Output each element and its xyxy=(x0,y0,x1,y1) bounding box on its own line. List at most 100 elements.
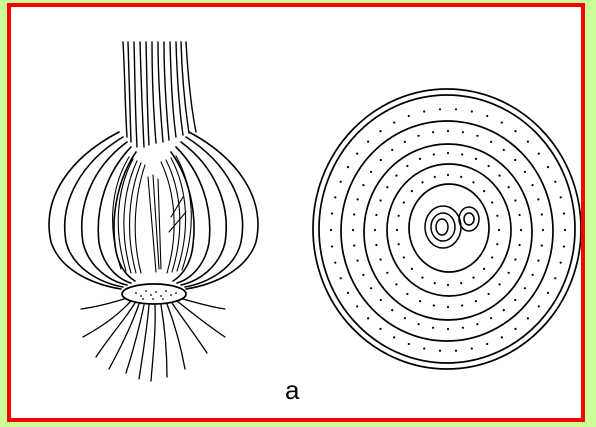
cross-section-dot xyxy=(391,309,393,311)
cross-section-dot xyxy=(503,309,505,311)
cross-section-dot xyxy=(499,283,501,285)
cross-section-dot xyxy=(432,327,434,329)
onion-cross-section-drawing xyxy=(313,89,581,369)
cross-section-dot xyxy=(527,141,529,143)
cross-section-dot xyxy=(455,108,457,110)
cross-section-dot xyxy=(476,135,478,137)
cross-section-dot xyxy=(537,198,539,200)
cross-section-dot xyxy=(391,149,393,151)
cross-section-dot xyxy=(541,244,543,246)
cross-section-dot xyxy=(486,115,488,117)
cross-section-dot xyxy=(490,141,492,143)
cross-section-dot xyxy=(532,274,534,276)
cross-section-dot xyxy=(418,135,420,137)
cross-section-dot xyxy=(357,198,359,200)
cross-section-dot xyxy=(501,122,503,124)
cross-section-dot xyxy=(367,317,369,319)
cross-section-dot xyxy=(423,347,425,349)
cross-section-dot xyxy=(404,317,406,319)
cross-section-dot xyxy=(491,256,493,258)
cross-section-dot xyxy=(537,260,539,262)
cross-section-dot xyxy=(488,293,490,295)
cross-section-dot xyxy=(367,141,369,143)
cross-section-dot xyxy=(395,175,397,177)
cross-section-dot xyxy=(542,229,544,231)
cross-section-dot xyxy=(462,131,464,133)
cross-section-dot xyxy=(347,166,349,168)
cross-section-dot xyxy=(370,287,372,289)
cross-section-dot xyxy=(532,184,534,186)
cross-section-dot xyxy=(501,336,503,338)
cross-section-dot xyxy=(380,199,382,201)
cross-section-dot xyxy=(447,130,449,132)
cross-section-dot xyxy=(421,277,423,279)
cross-section-dot xyxy=(396,229,398,231)
cross-section-dot xyxy=(380,258,382,260)
cross-section-dot xyxy=(379,328,381,330)
cross-section-dot xyxy=(340,181,342,183)
cross-section-dot xyxy=(356,153,358,155)
cross-section-dot xyxy=(483,268,485,270)
cross-section-dot xyxy=(404,141,406,143)
cross-section-dot xyxy=(460,282,462,284)
cross-section-dot xyxy=(439,108,441,110)
cross-section-dot xyxy=(380,159,382,161)
cross-section-dot xyxy=(476,323,478,325)
cross-section-dot xyxy=(418,323,420,325)
cross-section-dot xyxy=(563,245,565,247)
cross-section-center-whorls xyxy=(425,206,479,248)
cross-section-dot xyxy=(340,277,342,279)
cross-section-dot xyxy=(491,201,493,203)
cross-section-dot xyxy=(408,115,410,117)
cross-section-dot xyxy=(395,283,397,285)
cross-section-dot xyxy=(433,153,435,155)
cross-section-dot xyxy=(541,213,543,215)
cross-section-dot xyxy=(460,176,462,178)
cross-section-dot xyxy=(347,292,349,294)
cross-section-dot xyxy=(353,244,355,246)
cross-section-dot xyxy=(447,306,449,308)
cross-section-dot xyxy=(433,304,435,306)
cross-section-dot xyxy=(547,166,549,168)
cross-section-dot xyxy=(514,159,516,161)
cross-section-dot xyxy=(370,171,372,173)
cross-section-dot xyxy=(411,190,413,192)
cross-section-dot xyxy=(393,122,395,124)
cross-section-dot xyxy=(519,244,521,246)
bulb-roots xyxy=(81,299,225,381)
cross-section-dot xyxy=(483,190,485,192)
cross-section-dot xyxy=(514,199,516,201)
cross-section-dot xyxy=(419,300,421,302)
cross-section-dot xyxy=(554,181,556,183)
cross-section-dot xyxy=(520,229,522,231)
cross-section-dot xyxy=(386,186,388,188)
cross-section-dot xyxy=(554,277,556,279)
cross-section-dot xyxy=(352,229,354,231)
cross-section-dot xyxy=(406,293,408,295)
cross-section-dot xyxy=(423,110,425,112)
cross-section-dot xyxy=(496,243,498,245)
cross-section-dot xyxy=(331,245,333,247)
figure-label: a xyxy=(285,377,299,403)
cross-section-dot xyxy=(419,158,421,160)
cross-section-dot xyxy=(421,181,423,183)
cross-section-dot xyxy=(398,243,400,245)
onion-figure-svg xyxy=(11,7,581,418)
cross-section-dot xyxy=(447,174,449,176)
cross-section-dot xyxy=(514,299,516,301)
cross-section-dot xyxy=(406,165,408,167)
cross-section-dot xyxy=(439,350,441,352)
cross-section-dot xyxy=(393,336,395,338)
cross-section-dot xyxy=(519,214,521,216)
cross-section-dot xyxy=(379,130,381,132)
cross-section-dot xyxy=(564,229,566,231)
cross-section-dot xyxy=(398,215,400,217)
cross-section-dot xyxy=(498,229,500,231)
cross-section-dot xyxy=(330,229,332,231)
cross-section-dot xyxy=(514,328,516,330)
cross-section-dot xyxy=(380,299,382,301)
cross-section-dot xyxy=(403,256,405,258)
cross-section-dot xyxy=(334,196,336,198)
cross-section-dot xyxy=(374,229,376,231)
cross-section-dot xyxy=(563,212,565,214)
